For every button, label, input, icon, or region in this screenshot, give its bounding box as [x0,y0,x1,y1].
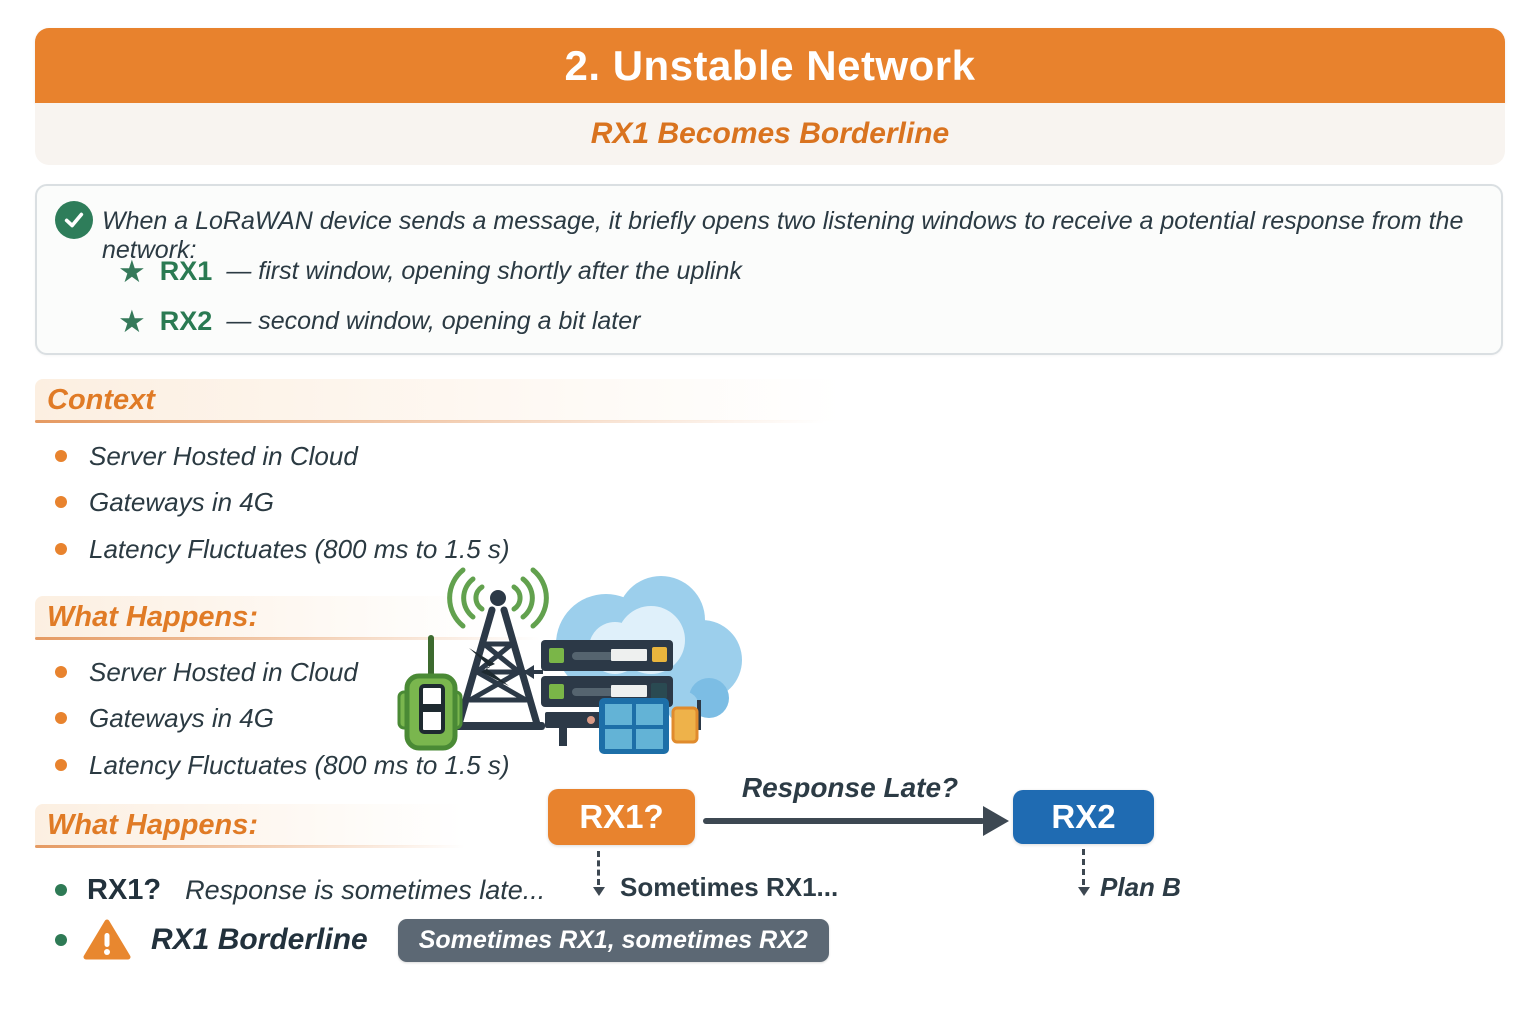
what-happens-bullet-3: Latency Fluctuates (800 ms to 1.5 s) [55,748,510,782]
bullet-dot-icon [55,496,67,508]
rx1-desc: — first window, opening shortly after th… [226,257,742,285]
bullet-dot-icon [55,884,67,896]
bullet-dot-icon [55,543,67,555]
rx2-dashed-connector [1082,849,1085,885]
rx1-dashed-connector [597,851,600,885]
star-icon: ★ [118,254,146,289]
rx1-node: RX1? [548,789,695,845]
context-bullet-2-text: Gateways in 4G [89,486,274,517]
warning-triangle-icon [83,919,131,960]
signal-waves-icon [447,567,549,629]
bullet-dot-icon [55,450,67,462]
rx1-term: RX1 [159,256,213,286]
network-illustration [397,567,742,754]
context-bullet-1: Server Hosted in Cloud [55,439,358,473]
what-happens-bullet-2: Gateways in 4G [55,701,274,735]
context-bullet-3: Latency Fluctuates (800 ms to 1.5 s) [55,532,510,566]
context-bullet-3-text: Latency Fluctuates (800 ms to 1.5 s) [89,533,510,564]
outcome-1-term: RX1? [87,873,162,906]
list-item-rx1: ★ RX1 — first window, opening shortly af… [118,256,742,287]
rx1-node-label: RX1? [579,798,664,835]
context-underline [35,420,825,423]
rx2-desc: — second window, opening a bit later [226,307,641,335]
what-happens-bullet-3-text: Latency Fluctuates (800 ms to 1.5 s) [89,749,510,780]
outcome-section-header: What Happens: [35,804,540,846]
check-icon [64,212,84,228]
context-heading: Context [47,383,155,416]
outcome-underline [35,845,465,848]
rx1-note: Sometimes RX1... [620,872,839,902]
lightning-icon [469,648,509,686]
bullet-dot-icon [55,759,67,771]
outcome-1-desc: Response is sometimes late... [185,874,546,905]
link-arrow-icon [523,665,543,679]
slide-subtitle-bar: RX1 Becomes Borderline [35,103,1505,165]
intro-panel [35,184,1503,355]
page-title: 2. Unstable Network [564,41,976,89]
network-panel-icon [599,698,669,754]
slide-title-banner: 2. Unstable Network [35,28,1505,103]
rx2-dashed-arrowhead-icon [1078,887,1090,896]
bullet-dot-icon [55,712,67,724]
radio-tower-icon [451,590,545,730]
rx1-dashed-arrowhead-icon [593,887,605,896]
module-icon [671,706,699,744]
context-bullet-1-text: Server Hosted in Cloud [89,440,358,471]
bullet-dot-icon [55,934,67,946]
outcome-bullet-2: RX1 Borderline Sometimes RX1, sometimes … [55,915,829,965]
outcome-2-term: RX1 Borderline [151,923,368,956]
outcome-2-badge: Sometimes RX1, sometimes RX2 [397,918,829,962]
rx2-node-label: RX2 [1051,798,1116,835]
flow-arrowhead-icon [983,806,1009,836]
page-subtitle: RX1 Becomes Borderline [590,117,950,150]
context-section-header: Context [35,379,1505,421]
what-happens-bullet-1-text: Server Hosted in Cloud [89,656,358,687]
star-icon: ★ [118,304,146,339]
rx2-node: RX2 [1013,790,1154,844]
outcome-heading: What Happens: [47,808,259,841]
list-item-rx2: ★ RX2 — second window, opening a bit lat… [118,306,640,337]
what-happens-underline [35,637,540,640]
intro-text: When a LoRaWAN device sends a message, i… [102,207,1464,264]
what-happens-heading: What Happens: [47,600,259,633]
context-bullet-2: Gateways in 4G [55,485,274,519]
bullet-dot-icon [55,666,67,678]
lorawan-device-icon [397,635,463,751]
what-happens-bullet-2-text: Gateways in 4G [89,702,274,733]
flow-arrow-label: Response Late? [741,772,959,803]
server-rack-icon [541,640,673,746]
what-happens-bullet-1: Server Hosted in Cloud [55,655,358,689]
flow-arrow-line [703,818,985,824]
check-circle-icon [55,201,93,239]
rx2-term: RX2 [159,306,213,336]
rx2-note: Plan B [1100,872,1181,902]
outcome-bullet-1: RX1? Response is sometimes late... [55,870,545,910]
